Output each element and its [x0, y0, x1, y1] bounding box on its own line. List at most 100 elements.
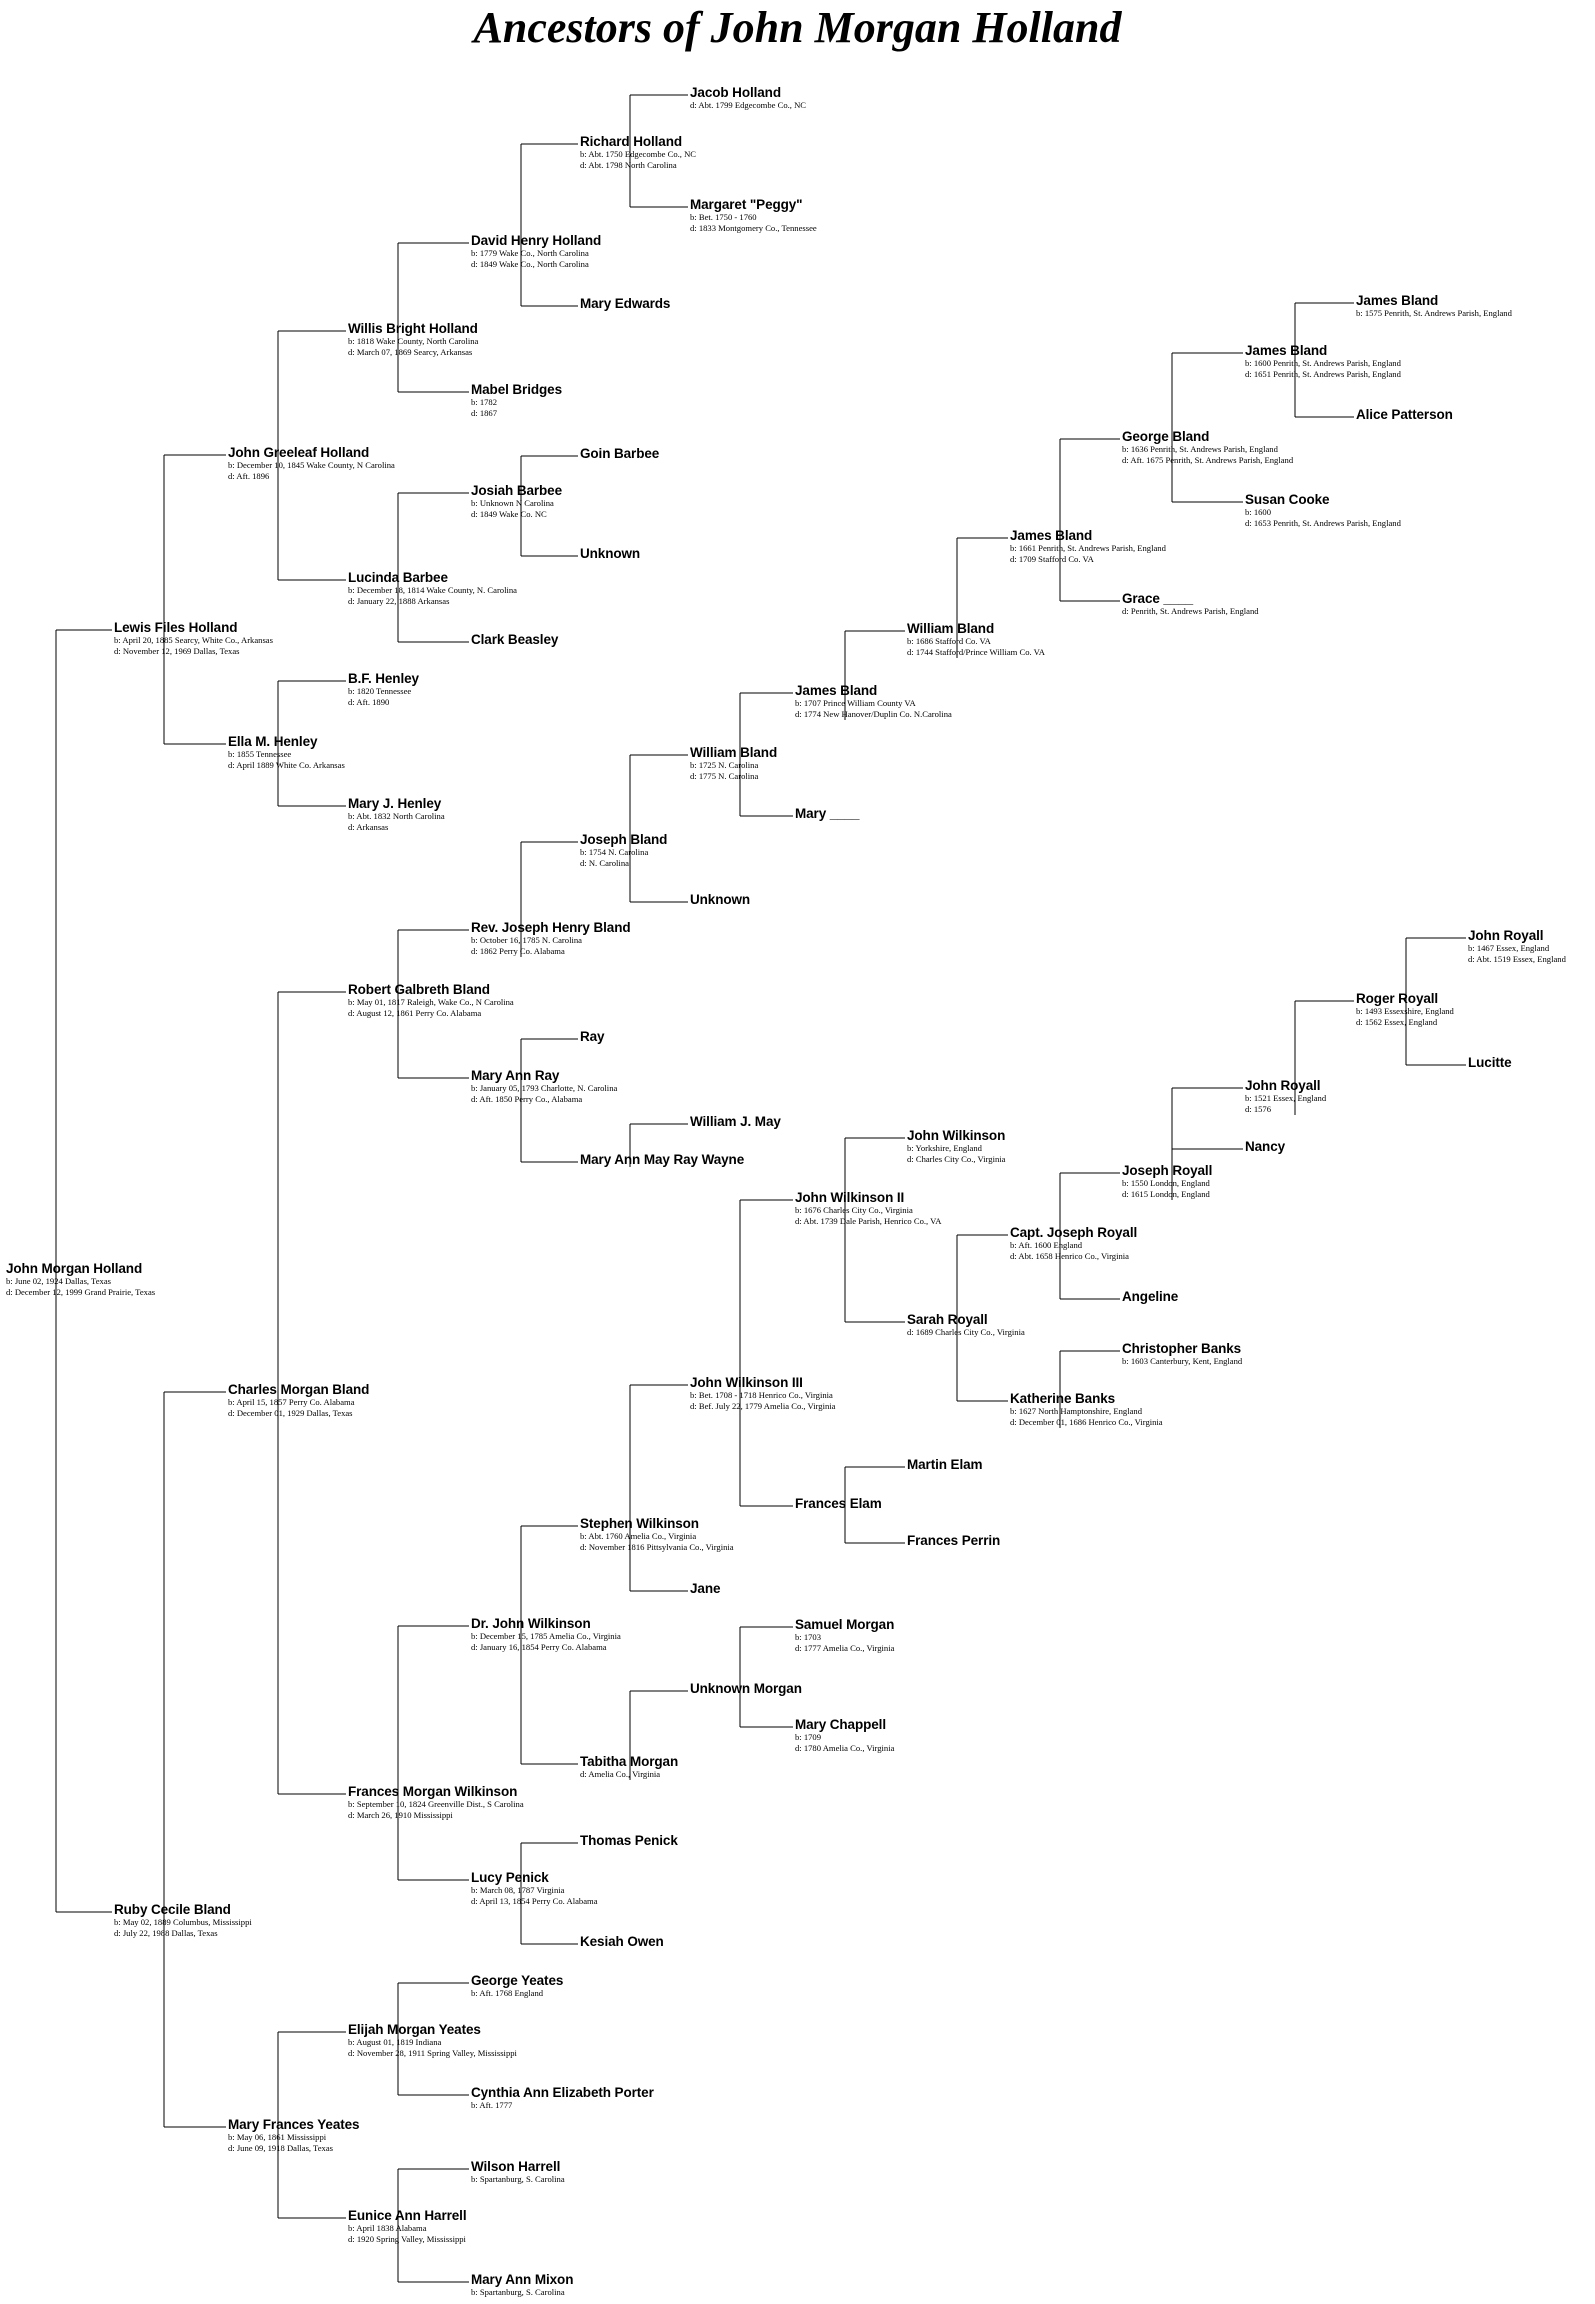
person-detail-second: d: Charles City Co., Virginia — [907, 1154, 1006, 1164]
person-p33: Mary Edwards — [580, 297, 670, 311]
person-detail-first: b: 1550 London, England — [1122, 1178, 1210, 1188]
person-name: Mary Edwards — [580, 296, 671, 311]
person-name: Charles Morgan Bland — [228, 1382, 370, 1397]
person-name: Joseph Bland — [580, 832, 668, 847]
person-name: Willis Bright Holland — [348, 321, 478, 336]
person-detail-first: b: 1627 North Hamptonshire, England — [1010, 1406, 1142, 1416]
person-detail-second: d: August 12, 1861 Perry Co. Alabama — [348, 1008, 482, 1018]
person-detail-first: b: Yorkshire, England — [907, 1143, 982, 1153]
person-detail-second: d: November 28, 1911 Spring Valley, Miss… — [348, 2048, 517, 2058]
person-name: Ella M. Henley — [228, 734, 318, 749]
person-detail-first: b: Abt. 1750 Edgecombe Co., NC — [580, 149, 697, 159]
person-detail-second: d: Aft. 1675 Penrith, St. Andrews Parish… — [1122, 455, 1294, 465]
person-name: John Royall — [1245, 1078, 1321, 1093]
person-p1669: Angeline — [1122, 1290, 1178, 1304]
person-p97: Unknown — [690, 893, 750, 907]
person-detail-first: b: October 16, 1785 N. Carolina — [471, 935, 582, 945]
person-detail-second: d: June 09, 1918 Dallas, Texas — [228, 2143, 333, 2153]
person-detail-first: b: 1636 Penrith, St. Andrews Parish, Eng… — [1122, 444, 1278, 454]
person-detail-second: d: Abt. 1798 North Carolina — [580, 160, 677, 170]
person-name: Lucy Penick — [471, 1870, 549, 1885]
person-name: James Bland — [1245, 343, 1328, 358]
person-detail-second: d: December 01, 1686 Henrico Co., Virgin… — [1010, 1417, 1163, 1427]
person-name: Mary Ann Mixon — [471, 2272, 574, 2287]
person-name: John Greeleaf Holland — [228, 445, 370, 460]
person-detail-second: d: 1849 Wake Co., North Carolina — [471, 259, 589, 269]
person-name: Susan Cooke — [1245, 492, 1330, 507]
person-name: Cynthia Ann Elizabeth Porter — [471, 2085, 654, 2100]
person-name: Nancy — [1245, 1139, 1286, 1154]
person-name: Elijah Morgan Yeates — [348, 2022, 481, 2037]
person-name: Frances Elam — [795, 1496, 882, 1511]
person-detail-second: d: December 12, 1999 Grand Prairie, Texa… — [6, 1287, 156, 1297]
person-detail-second: d: Abt. 1658 Henrico Co., Virginia — [1010, 1251, 1129, 1261]
person-name: Unknown — [580, 546, 641, 561]
person-name: Jane — [690, 1581, 721, 1596]
person-detail-second: d: April 13, 1854 Perry Co. Alabama — [471, 1896, 598, 1906]
person-name: Joseph Royall — [1122, 1163, 1213, 1178]
person-detail-first: b: December 15, 1785 Amelia Co., Virgini… — [471, 1631, 621, 1641]
person-detail-first: b: Bet. 1750 - 1760 — [690, 212, 757, 222]
person-p51: Mary Ann May Ray Wayne — [580, 1153, 744, 1167]
person-name: John Wilkinson II — [795, 1190, 905, 1205]
person-name: Margaret "Peggy" — [690, 197, 803, 212]
person-name: Richard Holland — [580, 134, 683, 149]
person-name: James Bland — [795, 683, 878, 698]
person-detail-second: d: 1867 — [471, 408, 498, 418]
person-p36: Goin Barbee — [580, 447, 659, 461]
person-name: Lucinda Barbee — [348, 570, 448, 585]
person-name: Mary J. Henley — [348, 796, 442, 811]
person-detail-first: b: May 02, 1889 Columbus, Mississippi — [114, 1917, 252, 1927]
person-detail-second: d: 1849 Wake Co. NC — [471, 509, 547, 519]
person-p418: Martin Elam — [907, 1458, 983, 1472]
person-detail-first: b: 1782 — [471, 397, 498, 407]
person-detail-second: d: 1562 Essex, England — [1356, 1017, 1438, 1027]
person-detail-first: b: 1725 N. Carolina — [690, 760, 759, 770]
person-detail-first: b: Spartanburg, S. Carolina — [471, 2287, 565, 2297]
person-detail-first: b: August 01, 1819 Indiana — [348, 2037, 442, 2047]
person-name: Eunice Ann Harrell — [348, 2208, 467, 2223]
person-detail-first: b: Aft. 1600 England — [1010, 1240, 1083, 1250]
person-p19: Clark Beasley — [471, 633, 558, 647]
person-detail-second: d: November 1816 Pittsylvania Co., Virgi… — [580, 1542, 734, 1552]
person-detail-first: b: 1600 — [1245, 507, 1272, 517]
person-detail-second: d: Aft. 1850 Perry Co., Alabama — [471, 1094, 583, 1104]
person-detail-first: b: September 10, 1824 Greenville Dist., … — [348, 1799, 524, 1809]
person-name: John Morgan Holland — [6, 1261, 143, 1276]
person-name: Rev. Joseph Henry Bland — [471, 920, 631, 935]
person-detail-first: b: 1603 Canterbury, Kent, England — [1122, 1356, 1243, 1366]
person-detail-first: b: December 10, 1845 Wake County, N Caro… — [228, 460, 395, 470]
person-p3337: Nancy — [1245, 1140, 1285, 1154]
person-detail-second: d: 1775 N. Carolina — [690, 771, 759, 781]
person-name: Samuel Morgan — [795, 1617, 895, 1632]
person-detail-second: d: 1653 Penrith, St. Andrews Parish, Eng… — [1245, 518, 1401, 528]
person-p193: Mary ____ — [795, 807, 860, 821]
person-p50: Ray — [580, 1030, 605, 1044]
person-detail-second: d: Bef. July 22, 1779 Amelia Co., Virgin… — [690, 1401, 836, 1411]
person-detail-first: b: April 15, 1857 Perry Co. Alabama — [228, 1397, 355, 1407]
person-name: Lewis Files Holland — [114, 620, 238, 635]
person-detail-first: d: Abt. 1799 Edgecombe Co., NC — [690, 100, 807, 110]
person-name: Stephen Wilkinson — [580, 1516, 699, 1531]
person-name: Robert Galbreth Bland — [348, 982, 490, 997]
person-name: William Bland — [907, 621, 995, 636]
person-detail-second: d: 1709 Stafford Co. VA — [1010, 554, 1094, 564]
